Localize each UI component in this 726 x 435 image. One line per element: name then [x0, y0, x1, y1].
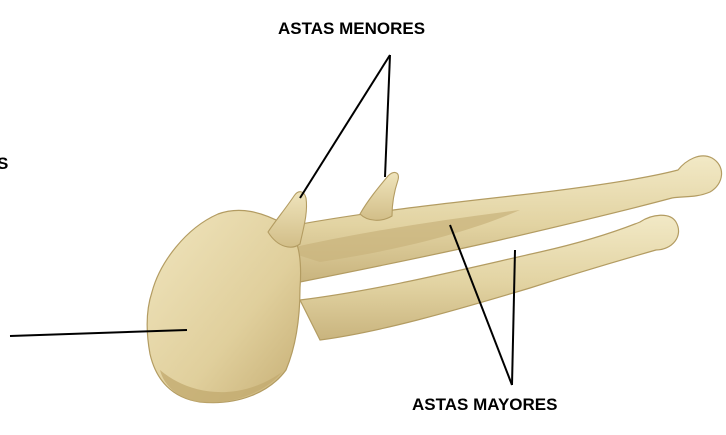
label-astas-menores: ASTAS MENORES [278, 20, 425, 37]
label-astas-mayores: ASTAS MAYORES [412, 396, 557, 413]
leader-line-menores-2 [385, 55, 390, 177]
leader-line-menores-1 [300, 55, 390, 198]
label-cut-off: S [0, 155, 8, 172]
